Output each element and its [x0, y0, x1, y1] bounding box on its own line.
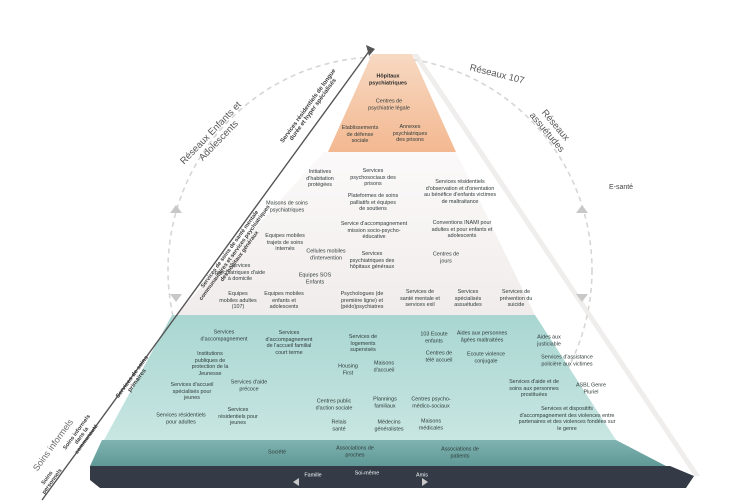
label-services-psychosociaux-prisons: Services psychosociaux des prisons [350, 168, 396, 188]
label-plateformes-soins-palliatifs: Plateformes de soins palliatifs et équip… [347, 193, 399, 213]
label-centres-public-action-sociale: Centres public d'action sociale [315, 398, 353, 411]
label-soi-meme: Soi-même [354, 470, 380, 477]
label-accueil-specialises-jeunes: Services d'accueil spécialisés pour jeun… [170, 382, 214, 402]
label-societe: Société [268, 449, 286, 456]
label-service-accompagnement-mission: Service d'accompagnement mission socio-p… [340, 221, 408, 241]
label-logements-supervises: Services de logements supervisés [348, 334, 378, 354]
label-institutions-publiques: Institutions publiques de protection de … [191, 350, 229, 377]
arrow-right-down-icon [576, 294, 588, 302]
label-violences-partenaires-genre: Services et dispositifs d'accompagnement… [518, 405, 616, 432]
label-services-prevention-suicide: Services de prévention du suicide [499, 289, 533, 309]
label-aides-personnes-agees: Aides aux personnes âgées maltraitées [456, 330, 508, 343]
label-services-accompagnement: Services d'accompagnement [200, 329, 248, 342]
label-ecoute-violence-conjugale: Ecoute violence conjugale [466, 351, 506, 364]
layer-primary-care [104, 315, 616, 440]
label-services-specialises-assuetudes: Services spécialisés assuétudes [454, 289, 482, 309]
label-associations-patients: Associations de patients [441, 446, 479, 459]
arrow-bottom-left-icon [293, 478, 299, 486]
label-accompagnement-accueil-familial: Services d'accompagnement de l'accueil f… [265, 329, 313, 356]
label-conventions-inami: Conventions INAMI pour adultes et pour e… [431, 220, 493, 240]
label-equipes-mobiles-trajets: Equipes mobiles trajets de soins interné… [265, 233, 305, 253]
arrow-left-up-icon [170, 205, 182, 213]
label-relais-sante: Relais santé [331, 419, 347, 432]
label-centres-tele-accueil: Centres de télé accueil [425, 350, 453, 363]
label-services-aide-precoce: Services d'aide précoce [230, 379, 268, 392]
network-esante: E-santé [608, 184, 634, 191]
label-residentiels-adultes: Services résidentiels pour adultes [156, 412, 206, 425]
label-centres-de-jours: Centres de jours [432, 251, 460, 264]
label-services-residentiels-observation: Services résidentiels d'observation et d… [423, 178, 497, 205]
label-maisons-soins-psychiatriques: Maisons de soins psychiatriques [266, 200, 308, 213]
layer-mental-health [176, 152, 535, 315]
layer-informal-care [90, 440, 666, 466]
label-equipes-mobiles-adultes: Equipes mobiles adultes (107) [219, 291, 257, 311]
label-associations-proches: Associations de proches [336, 445, 374, 458]
label-amis: Amis [416, 472, 428, 479]
label-services-sante-mentale-exil: Services de santé mentale et services ex… [400, 289, 440, 309]
label-services-aide-domicile: Services psychiatriques d'aide à domicil… [214, 263, 266, 283]
label-asbl-genre-pluriel: ASBL Genre Pluriel [575, 382, 607, 395]
label-initiatives-habitation: Initiatives d'habitation protégées [306, 169, 334, 189]
label-psychologues: Psychologues (de première ligne) et (péd… [340, 291, 384, 311]
label-annexes-psychiatriques-prisons: Annexes psychiatriques des prisons [392, 124, 428, 144]
label-residentiels-jeunes: Services résidentiels pour jeunes [218, 407, 258, 427]
label-aide-soins-prostituees: Services d'aide et de soins aux personne… [509, 379, 559, 399]
label-medecins-generalistes: Médecins généralistes [374, 419, 404, 432]
label-103-ecoute-enfants: 103 Ecoute enfants [420, 331, 448, 344]
label-services-psychiatriques-hopitaux: Services psychiatriques des hôpitaux gén… [349, 251, 395, 271]
label-assistance-policiere: Services d'assistance policière aux vict… [541, 354, 593, 367]
arrow-left-down-icon [170, 294, 182, 302]
label-equipes-mobiles-enfants: Equipes mobiles enfants et adolescents [264, 291, 304, 311]
label-equipes-sos-enfants: Equipes SOS Enfants [298, 272, 332, 285]
label-maisons-accueil: Maisons d'accueil [373, 360, 395, 373]
axis-arrow [366, 45, 375, 56]
label-housing-first: Housing First [338, 363, 358, 376]
layer-personal-care [90, 466, 694, 488]
layer-long-term [328, 54, 456, 152]
pyramid-right-edge [412, 54, 700, 476]
label-hopitaux-psychiatriques: Hôpitaux psychiatriques [368, 73, 408, 86]
label-centres-psycho-medico-sociaux: Centres psycho- médico-sociaux [411, 396, 451, 409]
label-aides-aux-justiciable: Aides aux justiciable [537, 334, 561, 347]
label-plannings-familiaux: Plannings familiaux [373, 396, 397, 409]
label-maisons-medicales: Maisons médicales [418, 418, 444, 431]
label-cellules-mobiles: Cellules mobiles d'intervention [306, 248, 346, 261]
arrow-bottom-right-icon [422, 478, 428, 486]
label-etablissements-defense-sociale: Etablissements de défense sociale [341, 125, 379, 145]
label-centres-psychiatrie-legale: Centres de psychiatrie légale [368, 98, 410, 111]
label-famille: Famille [304, 472, 322, 479]
axis-line [41, 49, 371, 501]
arrow-right-up-icon [576, 205, 588, 213]
